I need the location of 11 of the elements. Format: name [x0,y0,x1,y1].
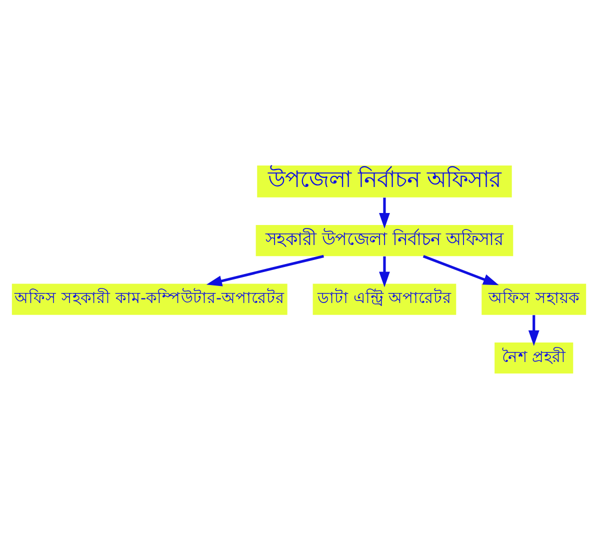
node-box: অফিস সহায়ক [482,283,586,314]
node-box: সহকারী উপজেলা নির্বাচন অফিসার [256,224,514,256]
node-box: অফিস সহকারী কাম-কম্পিউটার-অপারেটর [12,283,288,314]
arrow [379,256,390,287]
node-box: ডাটা এন্ট্রি অপারেটর [312,283,456,314]
arrow [528,314,540,346]
arrow [422,254,499,285]
arrow [379,197,390,228]
node-box: উপজেলা নির্বাচন অফিসার [257,164,512,197]
arrow [206,254,324,286]
node-box: নৈশ প্রহরী [494,342,574,374]
